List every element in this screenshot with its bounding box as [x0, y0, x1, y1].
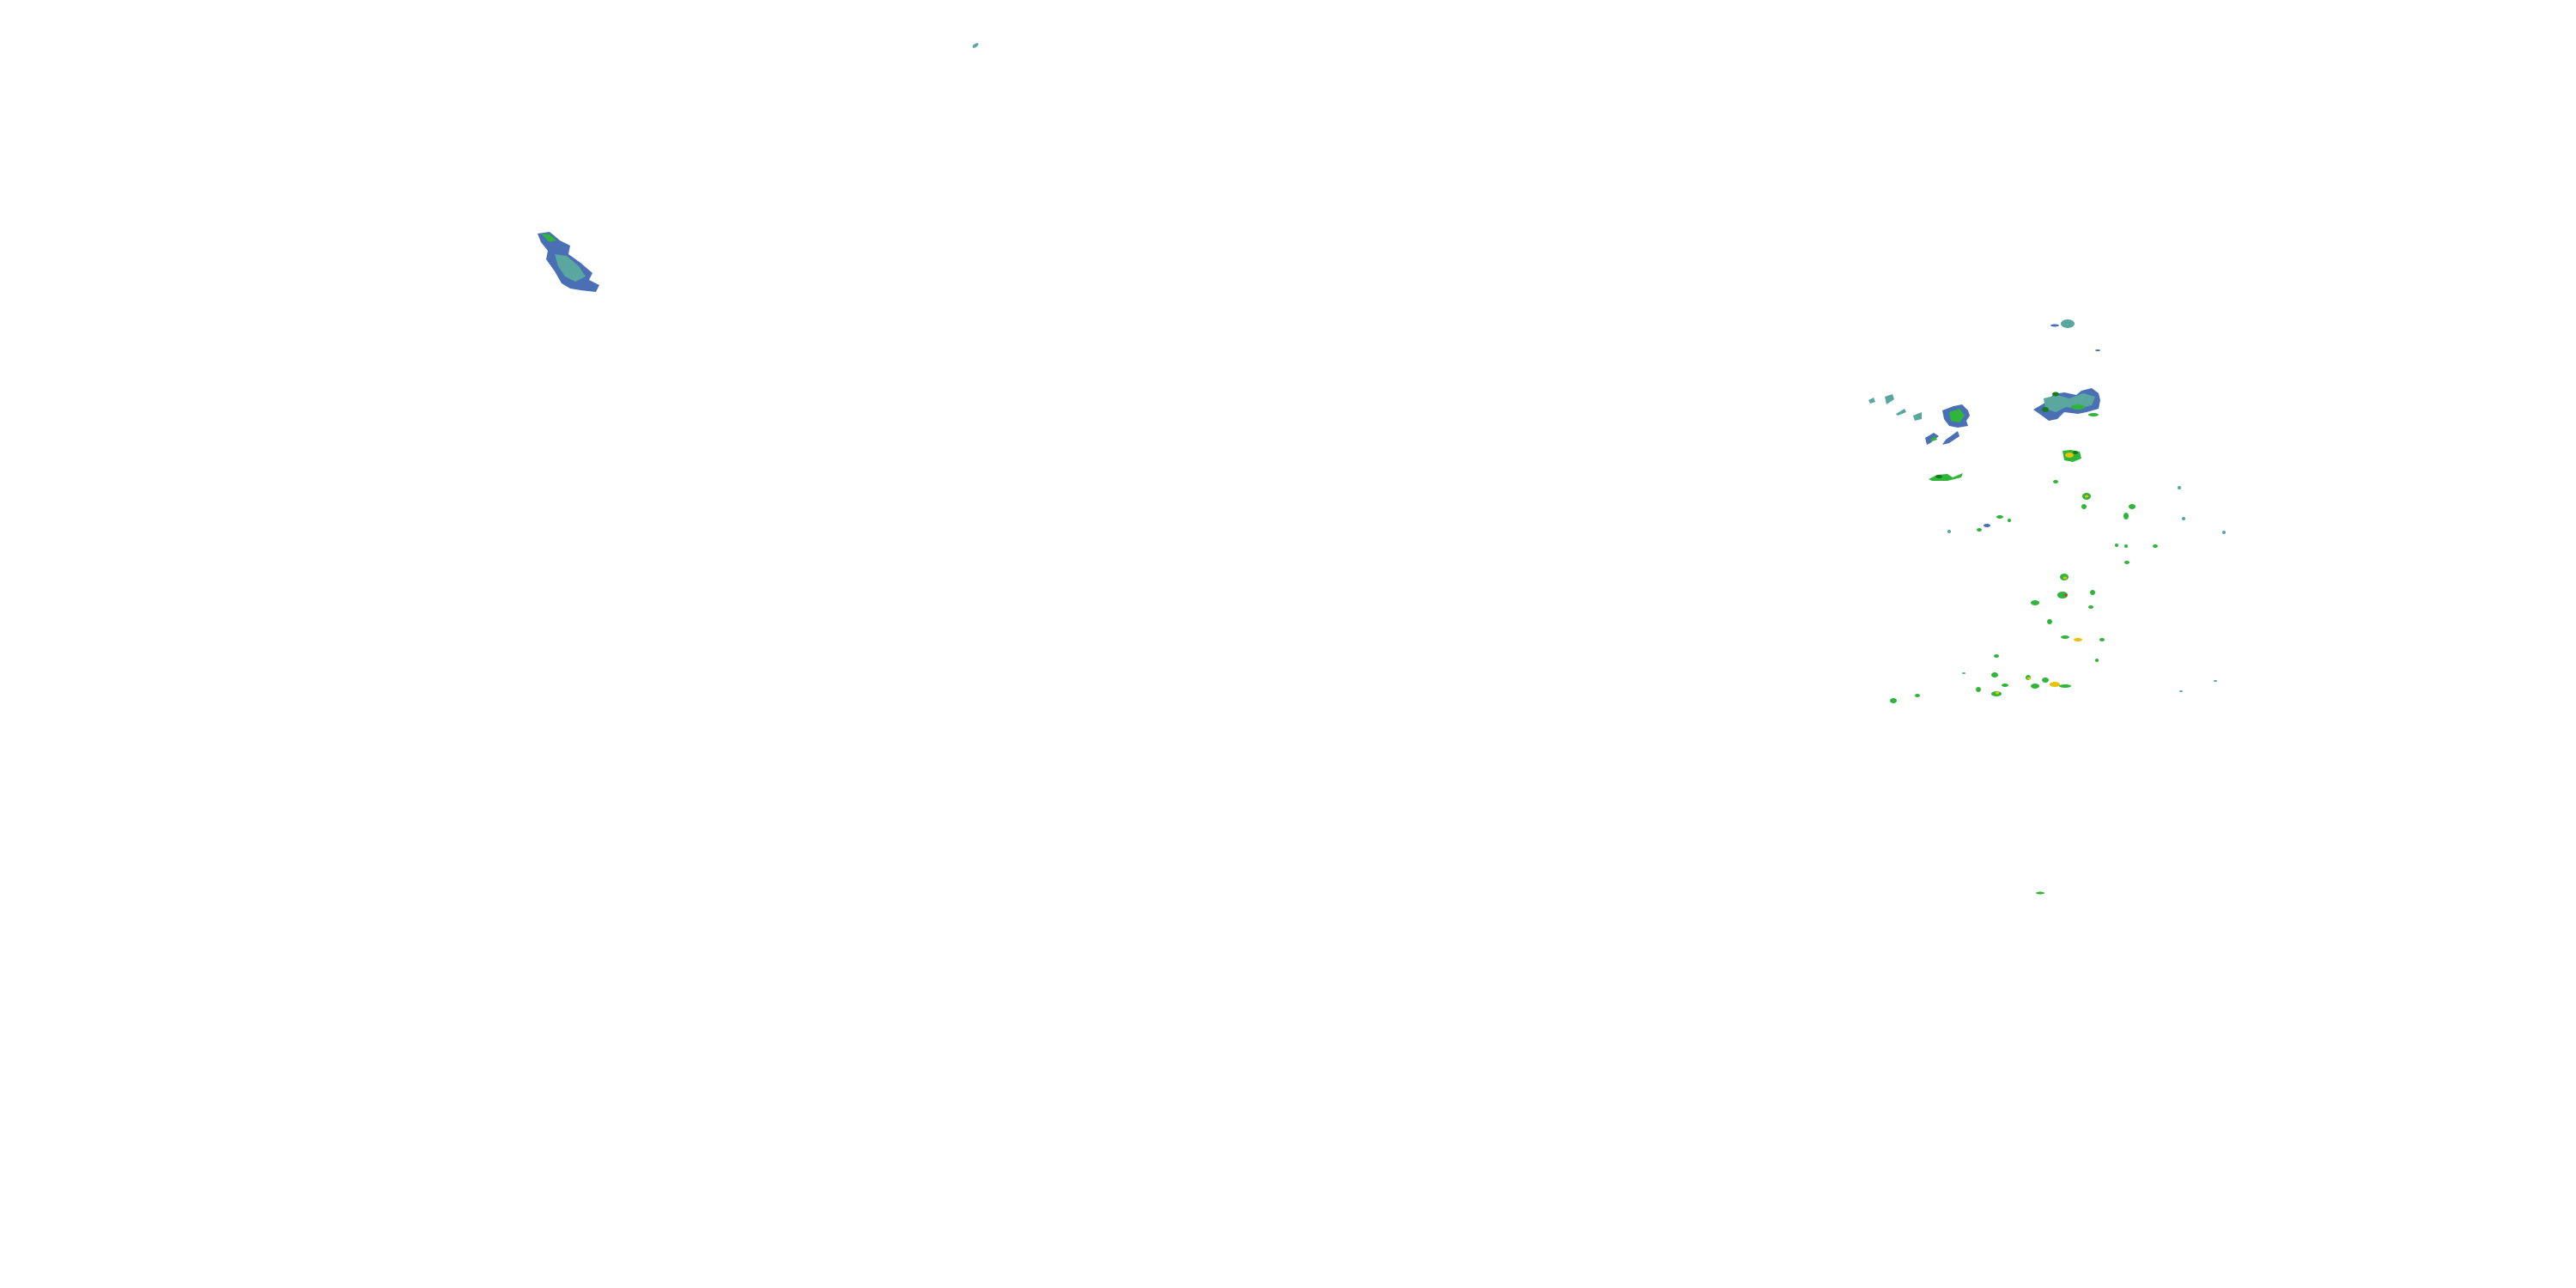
echo-cluster-east [1868, 319, 2226, 703]
echo-speck-south [2036, 891, 2044, 895]
echo-speck-north [972, 43, 979, 48]
echo-cell-west [538, 232, 599, 292]
